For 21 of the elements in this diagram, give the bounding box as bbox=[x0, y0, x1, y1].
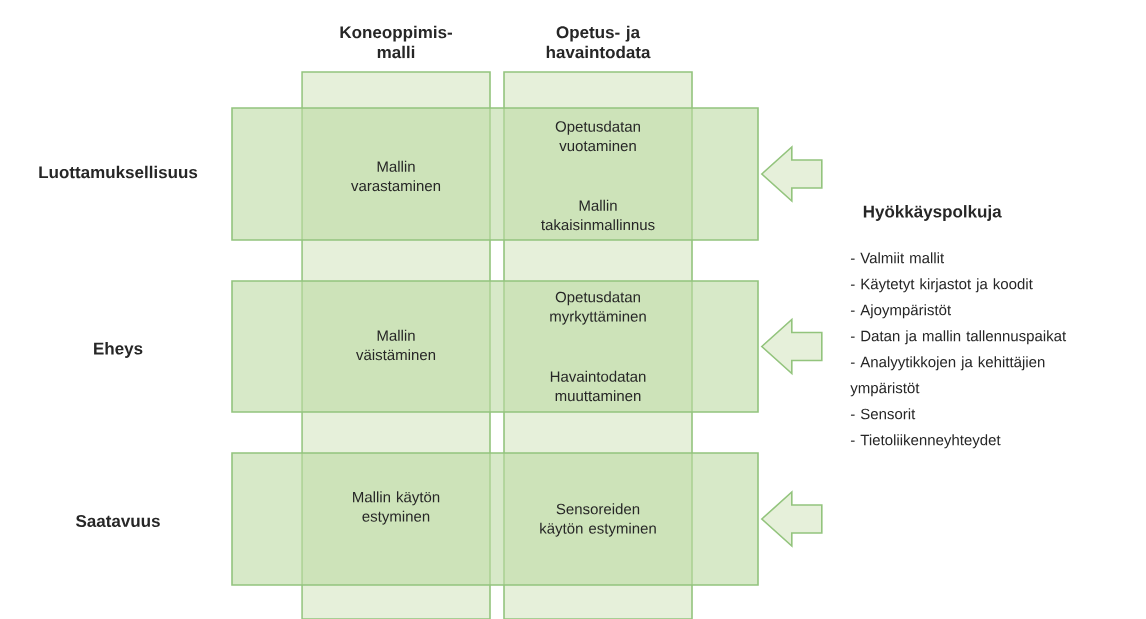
cell-text: Sensoreiden käytön estyminen bbox=[540, 503, 656, 537]
list-item: - Ajoympäristöt bbox=[850, 304, 951, 319]
cell-text: Mallin varastaminen bbox=[351, 160, 441, 192]
cell-text: Opetusdatan myrkyttäminen bbox=[550, 291, 646, 325]
column-heading: Koneoppimis- malli bbox=[340, 25, 452, 59]
list-heading: Hyökkäyspolkuja bbox=[863, 205, 1002, 221]
list-item: - Tietoliikenneyhteydet bbox=[850, 434, 1001, 449]
row-heading: Luottamuksellisuus bbox=[39, 165, 198, 179]
cell-text: Mallin käytön estyminen bbox=[353, 491, 440, 525]
row-heading: Saatavuus bbox=[75, 515, 160, 528]
list-item: - Käytetyt kirjastot ja koodit bbox=[850, 278, 1033, 293]
row-heading: Eheys bbox=[94, 342, 143, 358]
cell-text: Opetusdatan vuotaminen bbox=[555, 120, 640, 152]
column-heading: Opetus- ja havaintodata bbox=[546, 25, 651, 59]
list-item: - Datan ja mallin tallennuspaikat bbox=[850, 330, 1067, 345]
cell-text: Havaintodatan muuttaminen bbox=[550, 370, 646, 402]
cell-text: Mallin väistäminen bbox=[356, 329, 436, 361]
list-item: - Analyytikkojen ja kehittäjien ympäristöt bbox=[850, 356, 1045, 397]
cell-text: Mallin takaisinmallinnus bbox=[541, 199, 655, 231]
list-item: - Sensorit bbox=[850, 408, 916, 420]
list-item: - Valmiit mallit bbox=[850, 252, 945, 264]
